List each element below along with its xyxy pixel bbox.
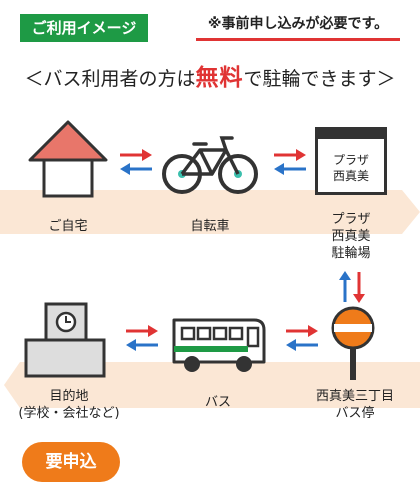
sign-top-bar: [318, 130, 384, 139]
arrows-parking-busstop: [339, 271, 365, 303]
headline: ＜バス利用者の方は無料で駐輪できます＞: [0, 58, 420, 92]
bicycle-label: 自転車: [190, 219, 230, 234]
arrows-bicycle-parking: [274, 149, 306, 175]
parking-label: プラザ 西真美 駐輪場: [311, 211, 391, 262]
headline-post: で駐輪できます＞: [243, 68, 396, 90]
destination-building-icon: [24, 302, 106, 378]
arrows-home-bicycle: [120, 149, 152, 175]
destination-line2: (学校・会社など): [18, 406, 120, 421]
sign-text: プラザ 西真美: [318, 152, 384, 184]
top-flow-band: [0, 190, 420, 234]
application-required-badge: 要申込: [22, 442, 120, 482]
headline-free: 無料: [195, 65, 244, 91]
house-icon: [28, 120, 108, 198]
bicycle-icon: [162, 136, 258, 194]
application-required-note: ※事前申し込みが必要です。: [207, 16, 389, 32]
home-label: ご自宅: [48, 219, 88, 234]
destination-label: 目的地 (学校・会社など): [4, 388, 134, 422]
bus-stop-icon: [331, 306, 375, 380]
arrows-destination-bus: [126, 325, 158, 351]
bottom-flow-band: [4, 362, 420, 408]
sign-line1: プラザ: [332, 153, 369, 167]
plaza-sign-icon: プラザ 西真美: [315, 127, 387, 195]
note-underline: [196, 38, 400, 41]
bus-stop-line2: バス停: [335, 406, 375, 421]
parking-line1: プラザ: [331, 212, 371, 227]
bus-stop-line1: 西真美三丁目: [315, 389, 394, 404]
headline-pre: ＜バス利用者の方は: [24, 68, 196, 90]
bus-label: バス: [204, 395, 231, 410]
usage-image-badge: ご利用イメージ: [20, 14, 148, 42]
parking-line2: 西真美: [331, 229, 371, 244]
destination-line1: 目的地: [49, 389, 89, 404]
bus-stop-label: 西真美三丁目 バス停: [300, 388, 410, 422]
bus-icon: [172, 318, 266, 372]
sign-line2: 西真美: [332, 169, 369, 183]
arrows-bus-busstop: [286, 325, 318, 351]
parking-line3: 駐輪場: [331, 246, 371, 261]
